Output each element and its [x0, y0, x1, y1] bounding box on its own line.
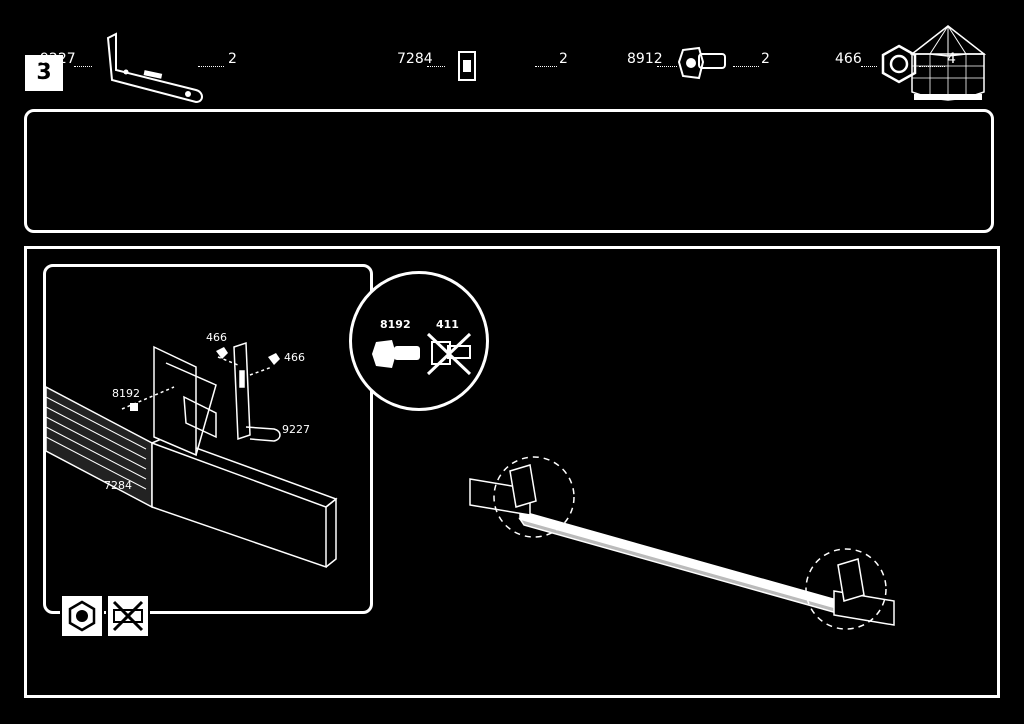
bolt-icon	[677, 46, 726, 80]
overview-assembly	[469, 456, 895, 630]
label-bolt: 8192	[112, 387, 140, 400]
parts-list	[24, 109, 994, 233]
correct-bolt-icon	[372, 340, 420, 368]
part-qty: 2	[761, 51, 770, 67]
step-number: 3	[25, 55, 63, 91]
bracket-icon	[106, 32, 203, 104]
part-qty: 2	[559, 51, 568, 67]
part-code: 8912	[627, 51, 663, 67]
detail-drawing	[46, 341, 338, 569]
part-code: 466	[835, 51, 862, 67]
shed-thumbnail-icon	[909, 25, 987, 101]
nut-icon	[881, 44, 917, 84]
label-bracket: 9227	[282, 423, 310, 436]
part-8912: 8912 2	[627, 0, 777, 124]
tool-no-drill	[106, 594, 150, 638]
part-466: 466 4	[835, 0, 965, 124]
part-qty: 2	[228, 51, 237, 67]
detail-inset: 466 466 8192 9227 7284	[43, 264, 373, 614]
main-illustration-frame	[24, 246, 1000, 698]
socket-wrench-icon	[68, 600, 96, 632]
callout-wrong-label: 411	[436, 318, 459, 331]
callout-correct-label: 8192	[380, 318, 411, 331]
part-code: 9227	[40, 51, 76, 67]
part-7284: 7284 2	[397, 0, 577, 124]
label-nut-top: 466	[206, 331, 227, 344]
part-code: 7284	[397, 51, 433, 67]
label-clip: 7284	[104, 479, 132, 492]
no-drill-icon	[112, 600, 144, 632]
bolt-callout: 8192 411	[349, 271, 489, 411]
tool-socket-wrench	[60, 594, 104, 638]
clip-icon	[458, 51, 476, 81]
part-9227: 9227 2	[40, 0, 260, 124]
part-qty: 4	[947, 51, 956, 67]
wrong-bolt-icon	[426, 332, 472, 376]
label-nut-right: 466	[284, 351, 305, 364]
